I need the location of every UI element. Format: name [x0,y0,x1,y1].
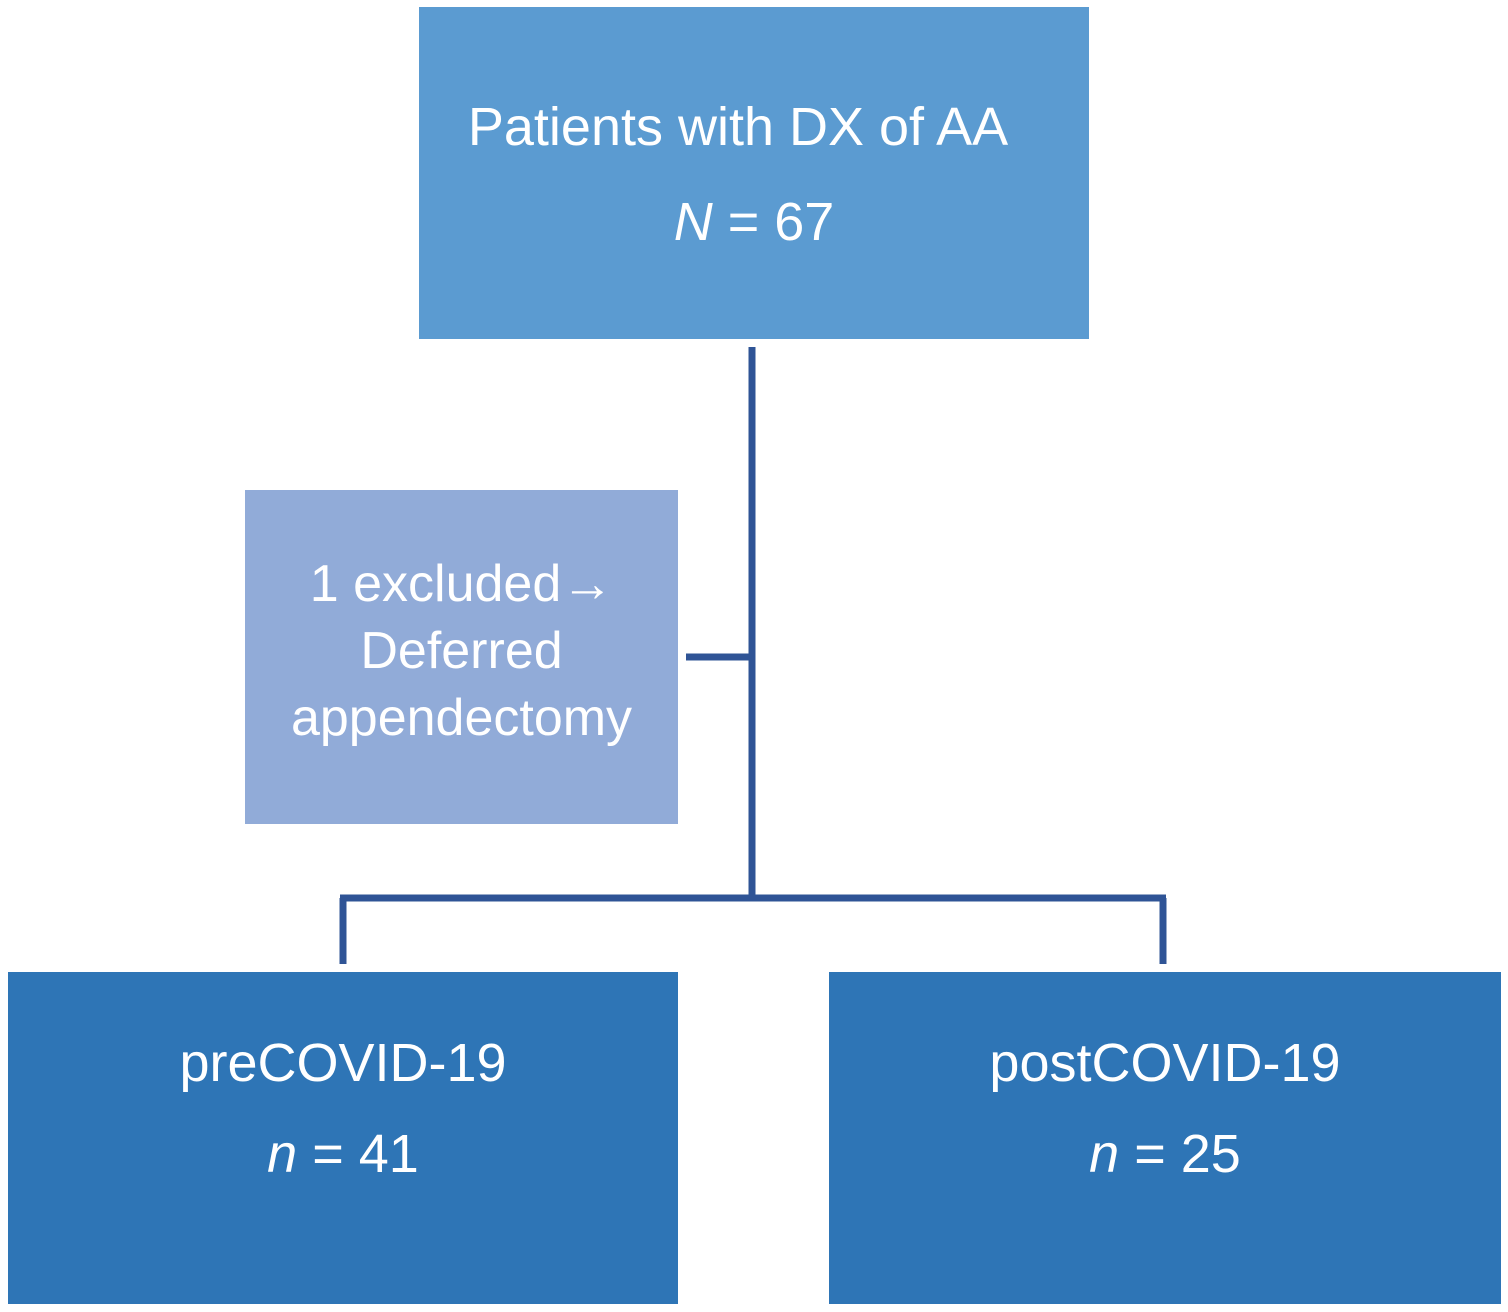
pre-count-value: = 41 [312,1124,419,1184]
post-count-symbol: n [1089,1124,1120,1184]
pre-covid-title: preCOVID-19 [179,1033,507,1093]
pre-covid-box: preCOVID-19 n = 41 [8,972,678,1304]
total-patients-count: N = 67 [674,194,835,250]
post-covid-count: n = 25 [1089,1126,1241,1182]
post-count-value: = 25 [1134,1124,1241,1184]
post-covid-title: postCOVID-19 [989,1033,1341,1093]
excluded-line-3: appendectomy [290,689,633,747]
excluded-line-1: 1 excluded→ [309,555,614,613]
total-count-value: = 67 [727,192,835,252]
total-patients-title: Patients with DX of AA [467,97,1009,157]
pre-covid-count: n = 41 [267,1126,419,1182]
excluded-box: 1 excluded→ Deferred appendectomy [245,490,678,824]
total-count-symbol: N [673,192,713,252]
post-covid-box: postCOVID-19 n = 25 [829,972,1501,1304]
pre-count-symbol: n [267,1124,298,1184]
excluded-line-2: Deferred [360,622,563,680]
total-patients-box: Patients with DX of AA N = 67 [419,7,1089,339]
